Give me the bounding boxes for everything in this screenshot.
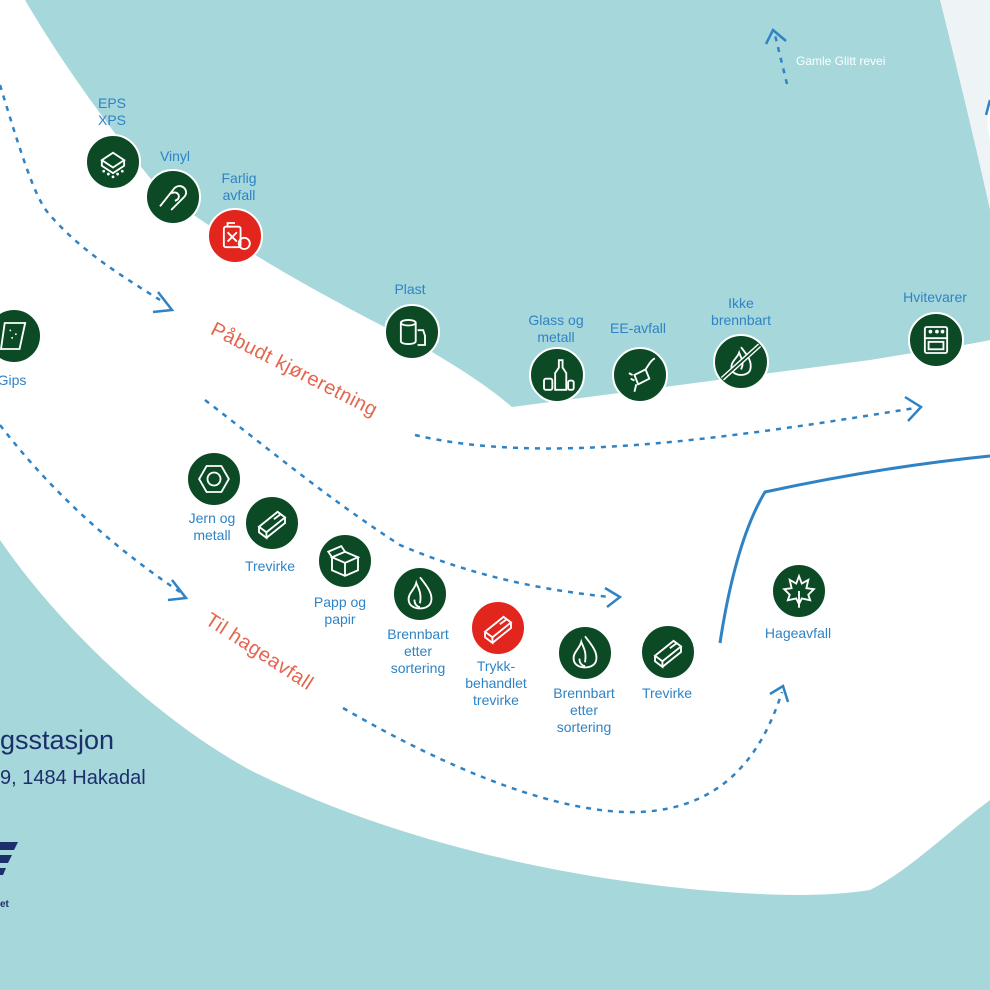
- stove-icon[interactable]: [908, 312, 964, 368]
- label-hage: Hageavfall: [764, 625, 832, 641]
- direction-arrows: [0, 34, 916, 814]
- label-vinyl: Vinyl: [159, 148, 191, 164]
- hazard-canister-icon[interactable]: [207, 208, 263, 264]
- label-trevirke-1: Trevirke: [244, 558, 296, 574]
- label-ee: EE-avfall: [609, 320, 667, 336]
- label-plast: Plast: [394, 281, 426, 297]
- label-hvite: Hvitevarer: [903, 289, 967, 305]
- flame-icon-2[interactable]: [557, 625, 613, 681]
- flame-icon[interactable]: [392, 566, 448, 622]
- hex-nut-icon[interactable]: [186, 451, 242, 507]
- arrowheads: [152, 28, 990, 703]
- eps-icon[interactable]: [85, 134, 141, 190]
- maple-leaf-icon[interactable]: [771, 563, 827, 619]
- plastic-bottle-icon[interactable]: [384, 304, 440, 360]
- road-label: Gamle Glitt revei: [796, 54, 886, 68]
- station-title: gsstasjon: [0, 725, 115, 755]
- electric-plug-icon[interactable]: [612, 347, 668, 403]
- no-fire-icon[interactable]: [713, 334, 769, 390]
- gypsum-board-icon[interactable]: [0, 308, 42, 364]
- road-line: [718, 454, 990, 644]
- wood-plank-icon-2[interactable]: [640, 624, 696, 680]
- footer-text: et: [0, 899, 9, 910]
- label-trevirke-2: Trevirke: [641, 685, 693, 701]
- treated-wood-icon[interactable]: [470, 600, 526, 656]
- vinyl-icon[interactable]: [145, 169, 201, 225]
- label-gips: Gips: [0, 372, 27, 388]
- light-strip: [940, 0, 990, 210]
- station-address: 9, 1484 Hakadal: [0, 767, 146, 789]
- glass-bottle-icon[interactable]: [529, 347, 585, 403]
- wood-plank-icon[interactable]: [244, 495, 300, 551]
- brand-logo-icon: [0, 842, 18, 875]
- cardboard-box-icon[interactable]: [317, 533, 373, 589]
